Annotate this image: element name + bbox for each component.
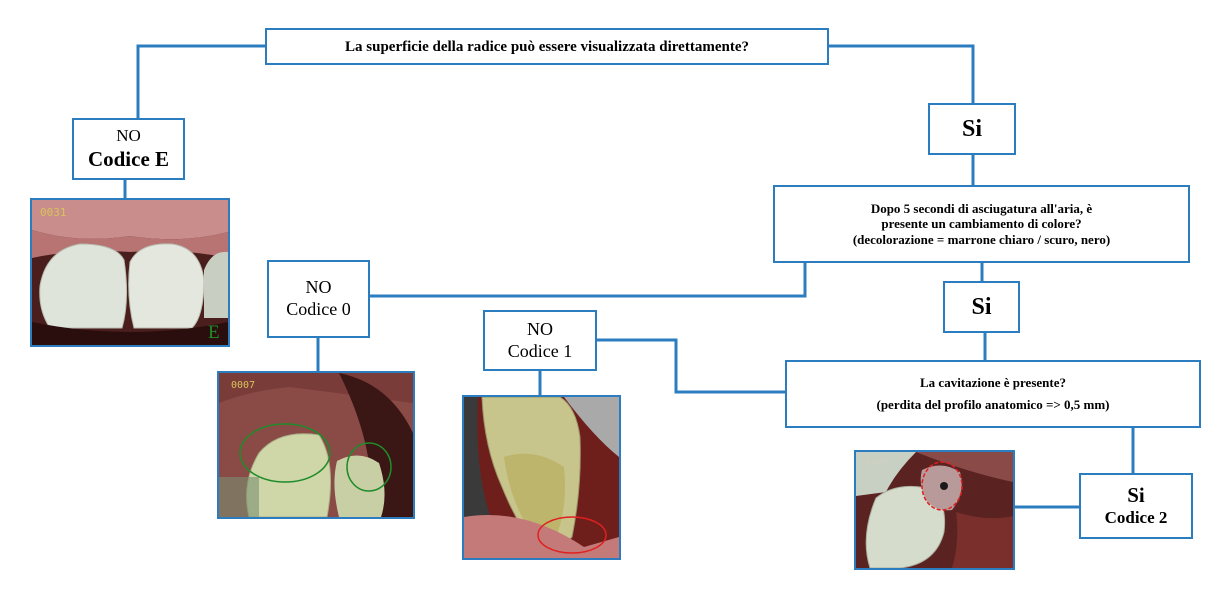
question-color-line3: (decolorazione = marrone chiaro / scuro,… xyxy=(852,231,1111,247)
outcome-yes-label: Si xyxy=(1127,483,1145,508)
photo-code-0: 0007 xyxy=(217,371,415,519)
connector-q1-to-no-e xyxy=(136,44,265,118)
outcome-code-label: Codice 1 xyxy=(507,340,573,361)
photo-counter: 0007 xyxy=(231,380,255,391)
answer-yes-label: Si xyxy=(971,293,992,320)
question-root-surface: La superficie della radice può essere vi… xyxy=(265,28,829,65)
photo-code-e: 0031 E xyxy=(30,198,230,347)
photo-counter: 0008 xyxy=(866,458,888,468)
photo-code-2: 0008 xyxy=(854,450,1015,570)
connector-q1-to-yes1 xyxy=(829,44,975,103)
outcome-code-label: Codice E xyxy=(87,146,170,171)
answer-yes-2: Si xyxy=(943,281,1020,333)
photo-counter: 0031 xyxy=(40,206,67,219)
marker-circle xyxy=(239,423,331,483)
question-cavitation: La cavitazione è presente? (perdita del … xyxy=(785,360,1201,428)
outcome-yes-code-2: Si Codice 2 xyxy=(1079,473,1193,539)
outcome-no-code-1: NO Codice 1 xyxy=(483,310,597,371)
outcome-no-label: NO xyxy=(305,277,332,298)
question-cavitation-line1: La cavitazione è presente? xyxy=(920,375,1066,391)
question-color-change: Dopo 5 secondi di asciugatura all'aria, … xyxy=(773,185,1190,263)
question-cavitation-line2: (perdita del profilo anatomico => 0,5 mm… xyxy=(876,397,1110,412)
connector-q3-to-no-1 xyxy=(597,338,785,394)
photo-corner-letter: E xyxy=(208,322,220,343)
marker-circle xyxy=(921,461,963,511)
question-root-text: La superficie della radice può essere vi… xyxy=(345,38,749,55)
photo-code-1 xyxy=(462,395,621,560)
answer-yes-1: Si xyxy=(928,103,1016,155)
outcome-no-code-e: NO Codice E xyxy=(72,118,185,180)
marker-circle xyxy=(537,516,607,554)
outcome-code-label: Codice 2 xyxy=(1104,508,1168,528)
question-color-line1: Dopo 5 secondi di asciugatura all'aria, … xyxy=(870,200,1093,216)
marker-circle xyxy=(346,442,392,492)
outcome-no-label: NO xyxy=(116,126,141,146)
outcome-code-label: Codice 0 xyxy=(286,299,351,319)
question-color-line2: presente un cambiamento di colore? xyxy=(881,216,1082,232)
connector-q2-to-no-0 xyxy=(370,263,807,298)
outcome-no-code-0: NO Codice 0 xyxy=(267,260,370,338)
outcome-no-label: NO xyxy=(527,318,553,339)
answer-yes-label: Si xyxy=(961,115,982,142)
